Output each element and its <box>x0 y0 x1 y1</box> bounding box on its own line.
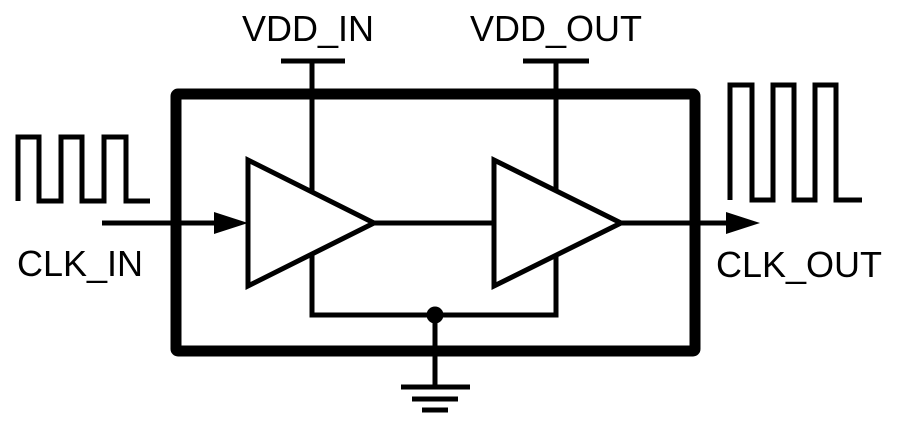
clk-out-label: CLK_OUT <box>716 244 882 285</box>
vdd-in-label: VDD_IN <box>242 8 374 49</box>
clk-in-square-wave-icon <box>15 134 150 204</box>
clk-out-square-wave-icon <box>727 82 862 203</box>
vdd-out-supply-symbol <box>523 58 589 194</box>
clk-out-arrowhead-icon <box>726 212 760 234</box>
ground-symbol-icon <box>401 315 470 413</box>
output-buffer-amplifier <box>491 155 627 291</box>
clk-in-arrowhead-icon <box>214 212 248 234</box>
clk-in-label: CLK_IN <box>17 243 143 284</box>
input-buffer-amplifier <box>245 155 380 291</box>
vdd-in-supply-symbol <box>281 58 345 195</box>
vdd-out-label: VDD_OUT <box>470 8 642 49</box>
